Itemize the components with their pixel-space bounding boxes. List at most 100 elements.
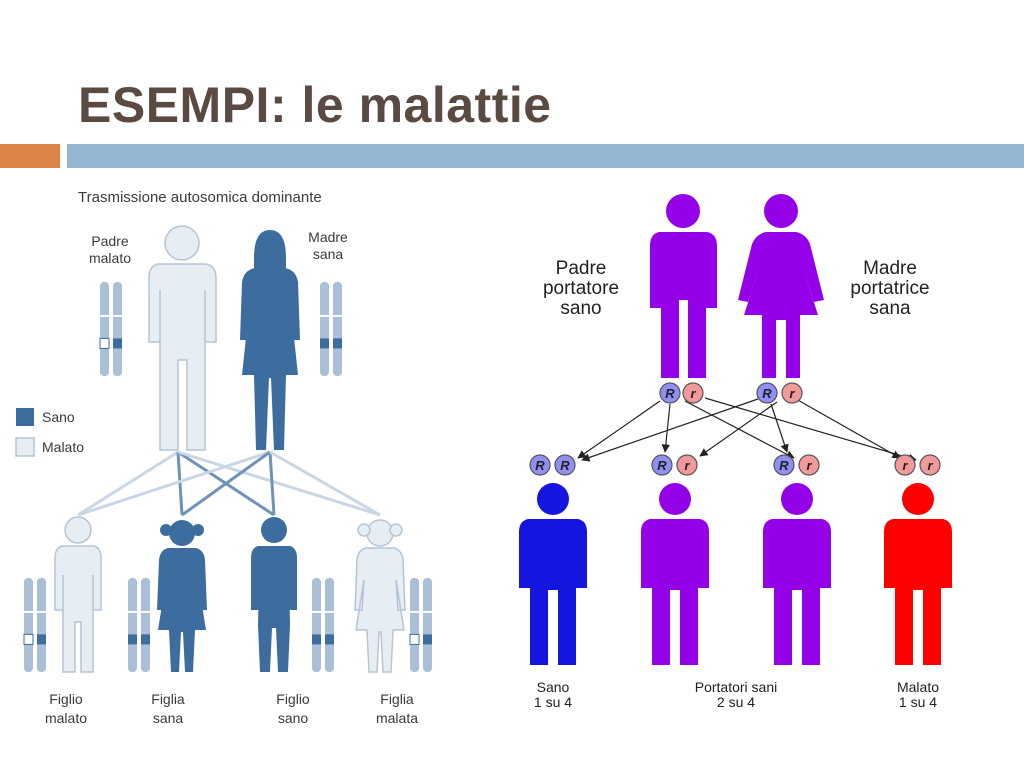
- child-3-figure: [251, 517, 297, 672]
- carrier-father-figure: [650, 194, 717, 378]
- offspring-allele-letter: R: [535, 458, 545, 473]
- chromosome-pair: [127, 578, 151, 672]
- gene-band: [312, 634, 321, 645]
- offspring-head: [659, 483, 691, 515]
- chromosome: [325, 578, 334, 672]
- offspring-allele: [919, 454, 941, 476]
- offspring-body: [641, 519, 709, 665]
- chromosome: [37, 578, 46, 672]
- chromosome-pair: [99, 282, 123, 376]
- child-4-figure: [354, 519, 406, 673]
- gene-band: [423, 634, 432, 645]
- gene-band: [23, 633, 34, 645]
- chromosome-pairs: [23, 282, 433, 672]
- legend-healthy-label: Sano: [42, 409, 75, 425]
- chromosome-centromere: [319, 314, 330, 317]
- offspring-allele-letter: r: [902, 458, 908, 473]
- family-line: [177, 450, 381, 517]
- family-lines: [77, 450, 381, 517]
- father-figure: [148, 225, 217, 451]
- family-line: [181, 450, 271, 517]
- chromosome-centromere: [36, 610, 47, 613]
- father-alleles: R r: [659, 382, 704, 404]
- child-2-figure: [157, 520, 207, 672]
- legend: Sano Malato: [15, 408, 84, 457]
- chromosome-pair: [409, 578, 433, 672]
- chromosome-pair: [311, 578, 335, 672]
- chromosome: [100, 282, 109, 376]
- chromosome-centromere: [99, 314, 110, 317]
- chromosome: [320, 282, 329, 376]
- chromosome-centromere: [324, 610, 335, 613]
- offspring-allele: [529, 454, 551, 476]
- accent-bar-blue: [67, 144, 1024, 168]
- chromosome-pair: [23, 578, 47, 672]
- chromosome-centromere: [332, 314, 343, 317]
- chromosome: [141, 578, 150, 672]
- legend-sick-swatch: [15, 437, 35, 457]
- gene-band: [128, 634, 137, 645]
- offspring-body: [884, 519, 952, 665]
- chromosome-centromere: [422, 610, 433, 613]
- slide-title: ESEMPI: le malattie: [78, 77, 552, 133]
- chromosome: [128, 578, 137, 672]
- offspring-allele: [554, 454, 576, 476]
- offspring-allele-letter: R: [779, 458, 789, 473]
- offspring-head: [781, 483, 813, 515]
- offspring-allele: [894, 454, 916, 476]
- family-line: [176, 451, 184, 516]
- offspring-allele: [773, 454, 795, 476]
- allele-R: R: [665, 386, 675, 401]
- family-line: [77, 450, 179, 517]
- gene-band: [37, 634, 46, 645]
- gene-band: [320, 338, 329, 349]
- gene-band: [113, 338, 122, 349]
- chromosome-centromere: [311, 610, 322, 613]
- chromosome: [410, 578, 419, 672]
- mother-alleles: R r: [756, 382, 803, 404]
- gene-band: [141, 634, 150, 645]
- family-line: [77, 450, 271, 517]
- chromosome-centromere: [140, 610, 151, 613]
- offspring-body: [519, 519, 587, 665]
- chromosome-centromere: [409, 610, 420, 613]
- offspring-allele-letter: r: [684, 458, 690, 473]
- offspring-allele-letter: R: [657, 458, 667, 473]
- offspring-allele-letter: R: [560, 458, 570, 473]
- mother-figure: [240, 230, 300, 450]
- inheritance-arrows: [577, 397, 917, 462]
- chromosome-pair: [319, 282, 343, 376]
- offspring-allele: [676, 454, 698, 476]
- chromosome: [24, 578, 33, 672]
- accent-bar-orange: [0, 144, 60, 168]
- chromosome-centromere: [127, 610, 138, 613]
- carrier-mother-figure: [738, 194, 824, 378]
- chromosome: [312, 578, 321, 672]
- offspring-head: [537, 483, 569, 515]
- family-line: [268, 451, 276, 516]
- allele-r: r: [789, 386, 795, 401]
- gene-band: [99, 337, 110, 349]
- chromosome: [333, 282, 342, 376]
- chromosome: [423, 578, 432, 672]
- family-line: [269, 450, 381, 517]
- chromosome-centromere: [23, 610, 34, 613]
- offspring-allele: [798, 454, 820, 476]
